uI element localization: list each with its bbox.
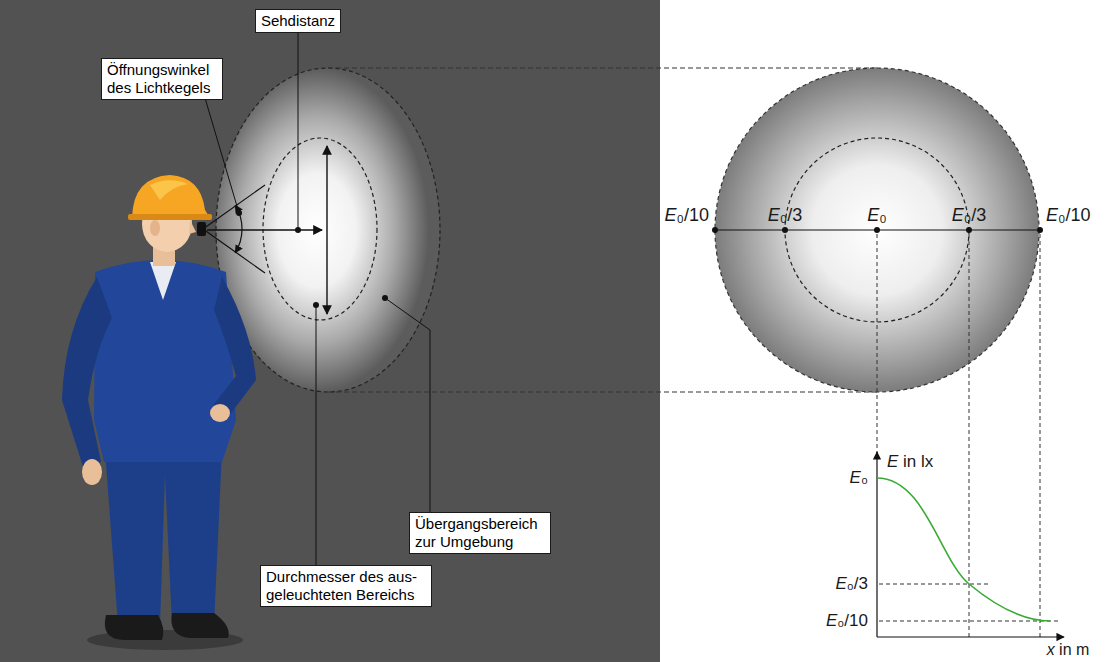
callout-box: Öffnungswinkel des Lichtkegels <box>101 58 223 100</box>
distance-arrow <box>207 229 322 230</box>
projection-line <box>877 234 878 456</box>
leader-line <box>298 30 299 230</box>
illuminance-label: E₀/10 <box>664 206 709 226</box>
measure-dot <box>782 227 788 233</box>
callout-text: Sehdistanz <box>261 12 335 30</box>
helmet-highlight <box>150 180 188 200</box>
light-cone-edge <box>203 229 265 273</box>
label-holder: E₀/10 <box>664 206 709 226</box>
y-axis <box>876 452 877 637</box>
callout-box: Sehdistanz <box>255 9 341 33</box>
headlamp <box>197 222 206 236</box>
callout-box: Übergangsbereich zur Umgebung <box>409 512 551 554</box>
boot <box>171 613 228 638</box>
leader-line <box>205 98 239 213</box>
measure-dot <box>966 227 972 233</box>
hand <box>82 459 102 485</box>
measure-dot <box>1037 227 1043 233</box>
level-line <box>879 621 1058 622</box>
illuminance-circle <box>715 68 1039 392</box>
illuminance-label: E in lx <box>887 453 933 472</box>
collar <box>150 262 176 300</box>
helmet-brim <box>128 214 212 220</box>
projection-line <box>328 391 877 392</box>
illuminance-label: E₀/10 <box>826 612 868 631</box>
label-holder: E₀/10 <box>826 612 868 631</box>
light-cone-edge <box>203 185 265 229</box>
hand <box>210 404 230 422</box>
label-holder: x in m <box>1047 641 1090 659</box>
angle-arc <box>235 205 242 253</box>
leader-dot <box>382 295 388 301</box>
callout-text: Übergangsbereich zur Umgebung <box>415 515 545 551</box>
label-holder: E in lx <box>887 453 933 472</box>
x-axis <box>877 636 1064 637</box>
label-holder: E₀ <box>850 469 868 488</box>
illuminance-label: E₀ <box>867 206 887 226</box>
illuminance-label: E₀/10 <box>1046 206 1091 226</box>
arm <box>62 277 112 470</box>
label-holder: E₀/3 <box>835 575 868 594</box>
ear <box>150 220 160 236</box>
callout-box: Durchmesser des aus- geleuchteten Bereic… <box>260 565 432 607</box>
callout-text: Durchmesser des aus- geleuchteten Bereic… <box>266 568 426 604</box>
illuminance-label: E₀/3 <box>952 206 987 226</box>
leader-dot <box>295 227 301 233</box>
legs <box>105 450 222 625</box>
boot <box>105 615 163 640</box>
illuminance-curve <box>877 478 1050 621</box>
projection-line <box>328 67 877 68</box>
label-holder: E₀/10 <box>1046 206 1091 226</box>
diameter-arrow <box>326 146 327 314</box>
measure-dot <box>874 227 880 233</box>
dark-panel <box>0 0 660 662</box>
illuminance-label: E₀/3 <box>768 206 803 226</box>
illuminance-label: E₀/3 <box>835 575 868 594</box>
leader-dot <box>313 302 319 308</box>
projection-line <box>969 234 970 637</box>
helmet <box>132 175 210 218</box>
nose <box>189 220 196 234</box>
torso <box>94 260 236 462</box>
label-holder: E₀/3 <box>952 206 987 226</box>
arm <box>214 277 256 420</box>
label-holder: E₀ <box>867 206 887 226</box>
leader-line <box>316 305 317 568</box>
label-holder: E₀/3 <box>768 206 803 226</box>
projection-line <box>1040 234 1041 637</box>
level-line <box>879 584 990 585</box>
illuminance-label: E₀ <box>850 469 868 488</box>
inner-light-ellipse <box>263 138 377 320</box>
leader-dot <box>236 210 242 216</box>
measure-dot <box>712 227 718 233</box>
leader-line <box>385 298 430 515</box>
callout-text: Öffnungswinkel des Lichtkegels <box>107 61 217 97</box>
illuminance-label: x in m <box>1047 641 1090 659</box>
